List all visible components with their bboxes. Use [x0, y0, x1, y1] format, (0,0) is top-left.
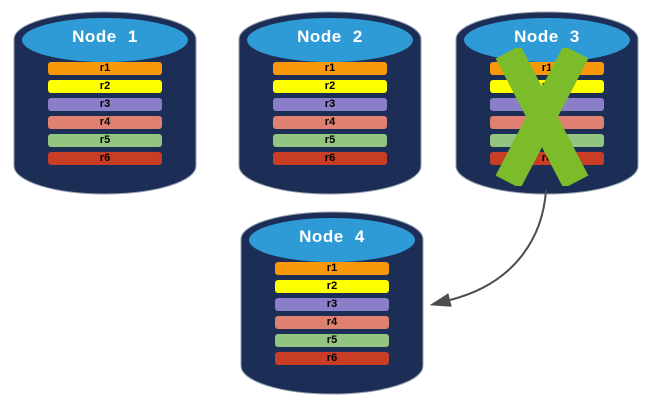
failure-x-icon [495, 48, 589, 186]
record-bar-r6: r6 [275, 352, 389, 365]
node-4: Node 4 r1 r2 r3 r4 r5 r6 [239, 208, 425, 398]
record-bar-r2: r2 [273, 80, 387, 93]
record-label: r4 [326, 316, 338, 328]
record-bar-r4: r4 [48, 116, 162, 129]
record-label: r1 [324, 62, 336, 74]
record-label: r2 [99, 80, 111, 92]
record-bar-r4: r4 [273, 116, 387, 129]
record-label: r3 [326, 298, 338, 310]
record-bar-r1: r1 [273, 62, 387, 75]
record-list: r1 r2 r3 r4 r5 r6 [273, 62, 387, 170]
record-bar-r6: r6 [273, 152, 387, 165]
record-label: r1 [541, 62, 553, 74]
node-title: Node 3 [514, 27, 580, 46]
record-list: r1 r2 r3 r4 r5 r6 [48, 62, 162, 170]
record-bar-r3: r3 [275, 298, 389, 311]
record-label: r4 [99, 116, 111, 128]
record-label: r5 [99, 134, 111, 146]
record-bar-r4: r4 [275, 316, 389, 329]
record-label: r1 [99, 62, 111, 74]
record-label: r5 [326, 334, 338, 346]
record-label: r6 [99, 152, 111, 164]
node-1: Node 1 r1 r2 r3 r4 r5 r6 [12, 8, 198, 198]
record-label: r6 [324, 152, 336, 164]
record-label: r6 [541, 152, 553, 164]
record-label: r1 [326, 262, 338, 274]
record-list: r1 r2 r3 r4 r5 r6 [275, 262, 389, 370]
record-label: r6 [326, 352, 338, 364]
record-bar-r3: r3 [48, 98, 162, 111]
record-label: r4 [324, 116, 336, 128]
record-label: r2 [326, 280, 338, 292]
record-bar-r2: r2 [275, 280, 389, 293]
record-bar-r5: r5 [48, 134, 162, 147]
record-bar-r1: r1 [48, 62, 162, 75]
record-bar-r1: r1 [275, 262, 389, 275]
node-3: Node 3 r1 r2 r3 r4 r5 r6 [454, 8, 640, 198]
node-title: Node 4 [299, 227, 365, 246]
record-bar-r2: r2 [48, 80, 162, 93]
node-title: Node 1 [72, 27, 138, 46]
record-label: r3 [99, 98, 111, 110]
cylinder-top [22, 18, 188, 62]
record-bar-r6: r6 [48, 152, 162, 165]
record-bar-r5: r5 [275, 334, 389, 347]
record-label: r2 [324, 80, 336, 92]
node-2: Node 2 r1 r2 r3 r4 r5 r6 [237, 8, 423, 198]
cylinder-top [249, 218, 415, 262]
cylinder-top [247, 18, 413, 62]
arrow-head-icon [429, 293, 452, 307]
record-label: r5 [324, 134, 336, 146]
record-label: r3 [324, 98, 336, 110]
record-bar-r5: r5 [273, 134, 387, 147]
cylinder-top [464, 18, 630, 62]
node-title: Node 2 [297, 27, 363, 46]
record-bar-r3: r3 [273, 98, 387, 111]
